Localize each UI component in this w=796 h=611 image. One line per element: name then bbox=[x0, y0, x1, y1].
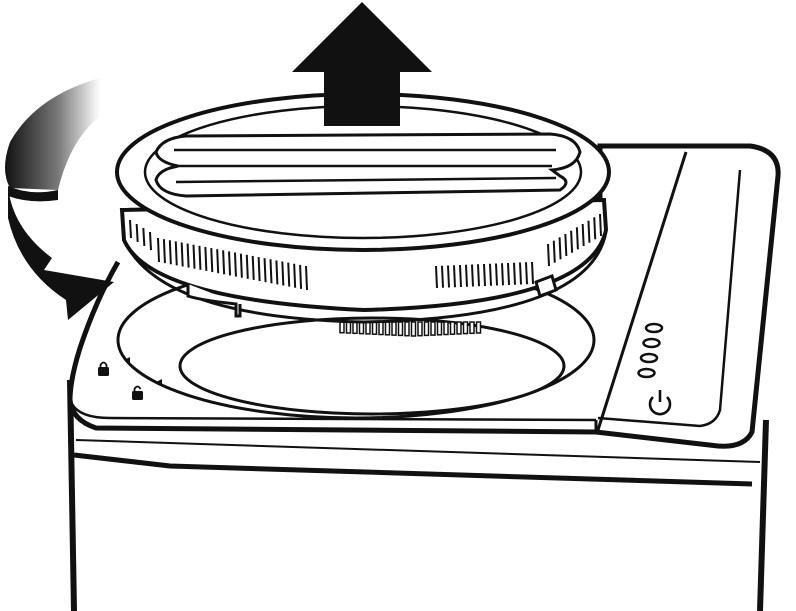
grip-ridge bbox=[570, 230, 574, 253]
burr-tooth bbox=[430, 321, 436, 336]
grip-ridge bbox=[142, 227, 146, 247]
burr-tooth bbox=[443, 321, 449, 336]
grip-ridge bbox=[245, 254, 249, 279]
grip-ridge bbox=[251, 255, 255, 280]
grip-ridge bbox=[558, 237, 562, 260]
burr-tooth bbox=[404, 321, 410, 337]
grip-ridge bbox=[447, 265, 450, 288]
grip-ridge bbox=[281, 261, 285, 286]
grip-ridge bbox=[525, 262, 528, 285]
grip-ridge bbox=[305, 265, 308, 291]
burr-tooth bbox=[456, 321, 462, 335]
burr-tooth bbox=[423, 321, 430, 337]
grip-ridge bbox=[465, 264, 468, 287]
grip-ridge bbox=[599, 213, 602, 237]
grip-ridge bbox=[507, 262, 510, 286]
burr-tooth bbox=[352, 321, 358, 335]
burr-tooth bbox=[378, 321, 384, 336]
burr-tooth bbox=[345, 321, 352, 334]
grip-ridge bbox=[477, 264, 480, 287]
burr-tooth bbox=[417, 321, 423, 337]
grip-ridge bbox=[593, 217, 597, 240]
grip-ridge bbox=[575, 227, 579, 250]
grip-ridge bbox=[459, 264, 462, 288]
grip-ridge bbox=[519, 262, 522, 285]
grip-ridge bbox=[174, 241, 178, 266]
grip-ridge bbox=[501, 263, 504, 286]
grip-ridge bbox=[198, 245, 202, 270]
lock-pointer-open bbox=[156, 379, 162, 385]
grip-ridge bbox=[149, 231, 152, 251]
grip-ridge bbox=[168, 240, 172, 265]
rotate-arrow-icon bbox=[5, 78, 114, 320]
appliance-body bbox=[67, 379, 769, 611]
grip-ridge bbox=[471, 264, 474, 287]
lid-grip-ridges bbox=[129, 213, 602, 291]
lock-closed-icon bbox=[98, 361, 109, 376]
indicator-light-icon bbox=[642, 337, 661, 349]
grip-ridge bbox=[581, 223, 585, 247]
grip-ridge bbox=[587, 220, 591, 243]
grip-ridge bbox=[216, 249, 220, 274]
lid[interactable] bbox=[115, 92, 611, 324]
lock-open-icon bbox=[132, 385, 143, 400]
burr-tooth bbox=[449, 321, 456, 335]
grip-ridge bbox=[435, 265, 438, 289]
grip-ridge bbox=[513, 262, 516, 285]
arrow-up-icon bbox=[292, 2, 432, 126]
grip-ridge bbox=[135, 223, 139, 243]
burr-tooth bbox=[410, 321, 417, 337]
grip-ridge bbox=[180, 242, 184, 267]
grip-ridge bbox=[441, 265, 444, 288]
burr-tooth bbox=[436, 321, 443, 336]
burr-tooth bbox=[462, 321, 469, 335]
grip-ridge bbox=[239, 253, 243, 278]
burr-tooth bbox=[358, 321, 365, 335]
grip-ridge bbox=[275, 260, 279, 285]
grip-ridge bbox=[162, 239, 166, 264]
grip-ridge bbox=[293, 263, 297, 288]
grip-ridge bbox=[299, 264, 303, 289]
burr-tooth bbox=[371, 321, 378, 335]
lock-pointer-closed bbox=[124, 357, 130, 363]
grip-ridge bbox=[552, 240, 556, 263]
grip-ridge bbox=[186, 243, 190, 268]
grip-ridge bbox=[269, 259, 273, 284]
power-icon[interactable] bbox=[648, 390, 672, 416]
burr-tooth bbox=[391, 321, 397, 336]
grip-ridge bbox=[547, 243, 550, 267]
burr-teeth bbox=[339, 321, 482, 337]
burr-tooth bbox=[469, 321, 475, 335]
grip-ridge bbox=[453, 265, 456, 288]
grip-ridge bbox=[157, 237, 160, 263]
indicator-light-icon bbox=[644, 322, 664, 334]
burr-tooth bbox=[384, 321, 391, 336]
grip-ridge bbox=[489, 263, 492, 286]
burr-tooth bbox=[475, 321, 482, 334]
indicator-lights bbox=[637, 322, 664, 379]
grip-ridge bbox=[263, 258, 267, 283]
control-panel bbox=[637, 322, 672, 416]
grip-ridge bbox=[287, 262, 291, 287]
burr-tooth bbox=[397, 321, 404, 337]
grip-ridge bbox=[222, 250, 226, 275]
grip-ridge bbox=[233, 252, 237, 277]
grip-ridge bbox=[564, 233, 568, 257]
grip-ridge bbox=[204, 246, 208, 272]
indicator-light-icon bbox=[637, 367, 656, 379]
grip-ridge bbox=[257, 256, 261, 282]
grip-ridge bbox=[129, 219, 132, 239]
grip-ridge bbox=[228, 251, 232, 276]
grip-ridge bbox=[483, 263, 486, 287]
burr-tooth bbox=[365, 321, 371, 335]
burr-tooth bbox=[339, 321, 345, 334]
grip-ridge bbox=[192, 244, 196, 269]
grip-ridge bbox=[531, 261, 534, 285]
grip-ridge bbox=[495, 263, 498, 286]
grip-ridge bbox=[210, 248, 214, 273]
indicator-light-icon bbox=[639, 352, 659, 364]
